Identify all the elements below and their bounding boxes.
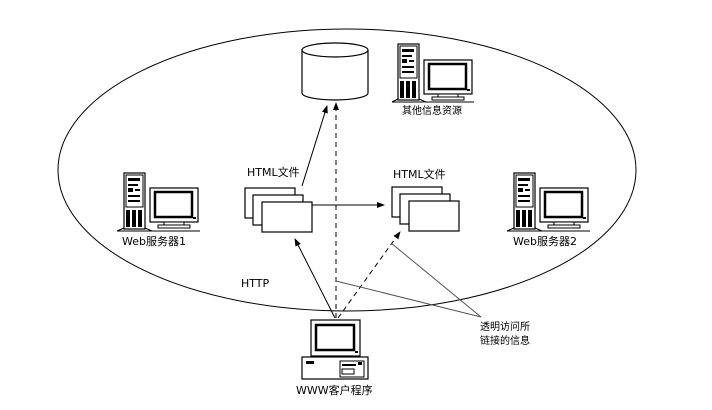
- web-server-2-label: Web服务器2: [513, 235, 577, 248]
- html-files-left-icon: [244, 187, 313, 233]
- client-label: WWW客户程序: [296, 383, 373, 397]
- callout-text-line2: 链接的信息: [480, 334, 530, 347]
- web-server-1-icon: [116, 172, 200, 232]
- edge-client-to-html-right-dashed: [337, 231, 401, 319]
- client-computer-icon: [301, 319, 369, 380]
- internet-boundary-ellipse: [57, 28, 637, 312]
- html-files-right-label: HTML文件: [393, 167, 446, 181]
- other-resources-computer-icon: [391, 43, 474, 103]
- web-server-2-icon: [506, 172, 590, 232]
- callout-text-line1: 透明访问所: [480, 320, 530, 333]
- edge-client-to-html-left: [294, 238, 336, 319]
- callout-line-1: [390, 242, 482, 318]
- edge-html-to-database: [301, 105, 328, 187]
- http-label: HTTP: [241, 277, 270, 290]
- callout-line-2: [335, 280, 482, 318]
- web-server-1-label: Web服务器1: [122, 235, 186, 248]
- html-files-right-icon: [391, 186, 460, 232]
- other-resources-label: 其他信息资源: [402, 104, 462, 117]
- database-cylinder-icon: [301, 42, 369, 101]
- html-files-left-label: HTML文件: [247, 165, 300, 179]
